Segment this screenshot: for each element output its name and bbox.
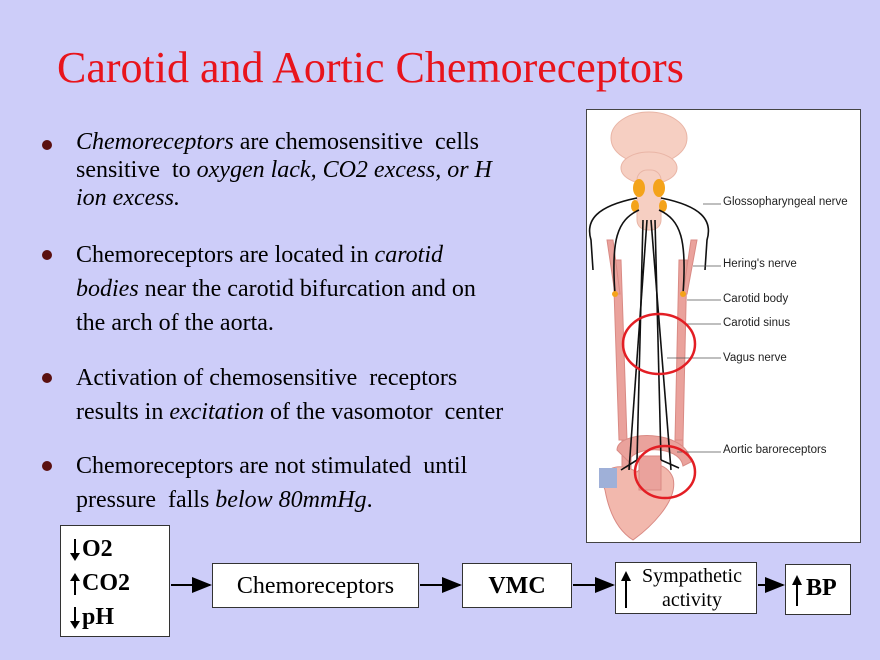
- label-vagus-nerve: Vagus nerve: [723, 352, 787, 364]
- vmc-box: VMC: [462, 563, 572, 608]
- bullet-run: near the carotid bifurcation and on: [138, 276, 476, 302]
- bullet-dot: [42, 140, 52, 150]
- leader-lines: [667, 203, 721, 453]
- bullet-line: Chemoreceptors are chemosensitive cells: [76, 128, 492, 156]
- label-carotid-sinus: Carotid sinus: [723, 317, 791, 329]
- anatomy-illustration: [588, 111, 721, 541]
- nerve-lines: [588, 197, 710, 471]
- bullet-threshold: Chemoreceptors are not stimulated until p…: [42, 449, 467, 517]
- bullet-run: of the vasomotor center: [263, 399, 504, 425]
- brainstem-shape: [610, 111, 688, 231]
- bullet-italic-run: excitation: [169, 399, 264, 425]
- bullet-italic-run: carotid: [374, 242, 443, 268]
- heart-shape: [599, 455, 675, 541]
- bullet-text: Chemoreceptors are not stimulated until p…: [76, 449, 467, 517]
- bullet-italic-run: oxygen lack, CO2 excess, or H: [196, 157, 492, 183]
- up-arrow-icon: [621, 571, 631, 608]
- bullet-line: Activation of chemosensitive receptors: [76, 361, 503, 395]
- bullet-run: sensitive to: [76, 157, 197, 183]
- bp-box: BP: [785, 564, 851, 615]
- down-arrow-icon: [70, 607, 80, 630]
- bullet-dot: [42, 250, 52, 260]
- bullet-run: pressure falls: [76, 487, 216, 513]
- bullet-italic-run: Chemoreceptors: [76, 129, 234, 155]
- input-co2: CO2: [69, 568, 130, 598]
- bullet-run: the arch of the aorta.: [76, 310, 274, 336]
- bullet-line: bodies near the carotid bifurcation and …: [76, 272, 476, 306]
- input-ph: pH: [69, 602, 114, 632]
- bullet-line: Chemoreceptors are located in carotid: [76, 238, 476, 272]
- up-arrow-icon: [70, 573, 80, 596]
- label-herings-nerve: Hering's nerve: [723, 258, 797, 270]
- anatomy-figure: Glossopharyngeal nerve Hering's nerve Ca…: [586, 109, 861, 543]
- bullet-run: results in: [76, 399, 170, 425]
- bullet-italic-run: below 80mmHg: [215, 487, 367, 513]
- bullet-run: Activation of chemosensitive receptors: [76, 365, 458, 391]
- bullet-run: Chemoreceptors are located in: [76, 242, 375, 268]
- bullet-run: Chemoreceptors are not stimulated until: [76, 453, 468, 479]
- down-arrow-icon: [70, 539, 80, 562]
- bullet-italic-run: bodies: [76, 276, 139, 302]
- bullet-text: Activation of chemosensitive receptors re…: [76, 361, 503, 429]
- bp-label: BP: [806, 575, 837, 601]
- input-o2: O2: [69, 534, 113, 564]
- bullet-run: are chemosensitive cells: [233, 129, 479, 155]
- slide-title: Carotid and Aortic Chemoreceptors: [57, 43, 684, 92]
- label-glossopharyngeal-nerve: Glossopharyngeal nerve: [723, 196, 848, 208]
- input-co2-label: CO2: [82, 570, 130, 596]
- bullet-dot: [42, 373, 52, 383]
- input-o2-label: O2: [82, 536, 113, 562]
- bullet-line: sensitive to oxygen lack, CO2 excess, or…: [76, 156, 492, 184]
- bullet-run: .: [366, 487, 373, 513]
- bullet-line: ion excess.: [76, 184, 492, 212]
- sympathetic-activity-label: Sympathetic activity: [642, 565, 742, 611]
- input-ph-label: pH: [82, 604, 115, 630]
- highlight-circles: [621, 312, 697, 500]
- sympathetic-activity-box: Sympathetic activity: [615, 562, 757, 614]
- bullet-activation: Activation of chemosensitive receptors re…: [42, 361, 503, 429]
- label-aortic-baroreceptors: Aortic baroreceptors: [723, 444, 827, 456]
- input-stimuli-box: O2 CO2 pH: [60, 525, 170, 637]
- bullet-line: pressure falls below 80mmHg.: [76, 483, 467, 517]
- up-arrow-icon: [792, 575, 802, 606]
- bullet-line: results in excitation of the vasomotor c…: [76, 395, 503, 429]
- bullet-line: Chemoreceptors are not stimulated until: [76, 449, 467, 483]
- nerve-dots: [612, 291, 686, 297]
- chemoreceptors-box: Chemoreceptors: [212, 563, 419, 608]
- bullet-line: the arch of the aorta.: [76, 306, 476, 340]
- label-carotid-body: Carotid body: [723, 293, 789, 305]
- bullet-italic-run: ion excess.: [76, 185, 180, 211]
- bullet-dot: [42, 461, 52, 471]
